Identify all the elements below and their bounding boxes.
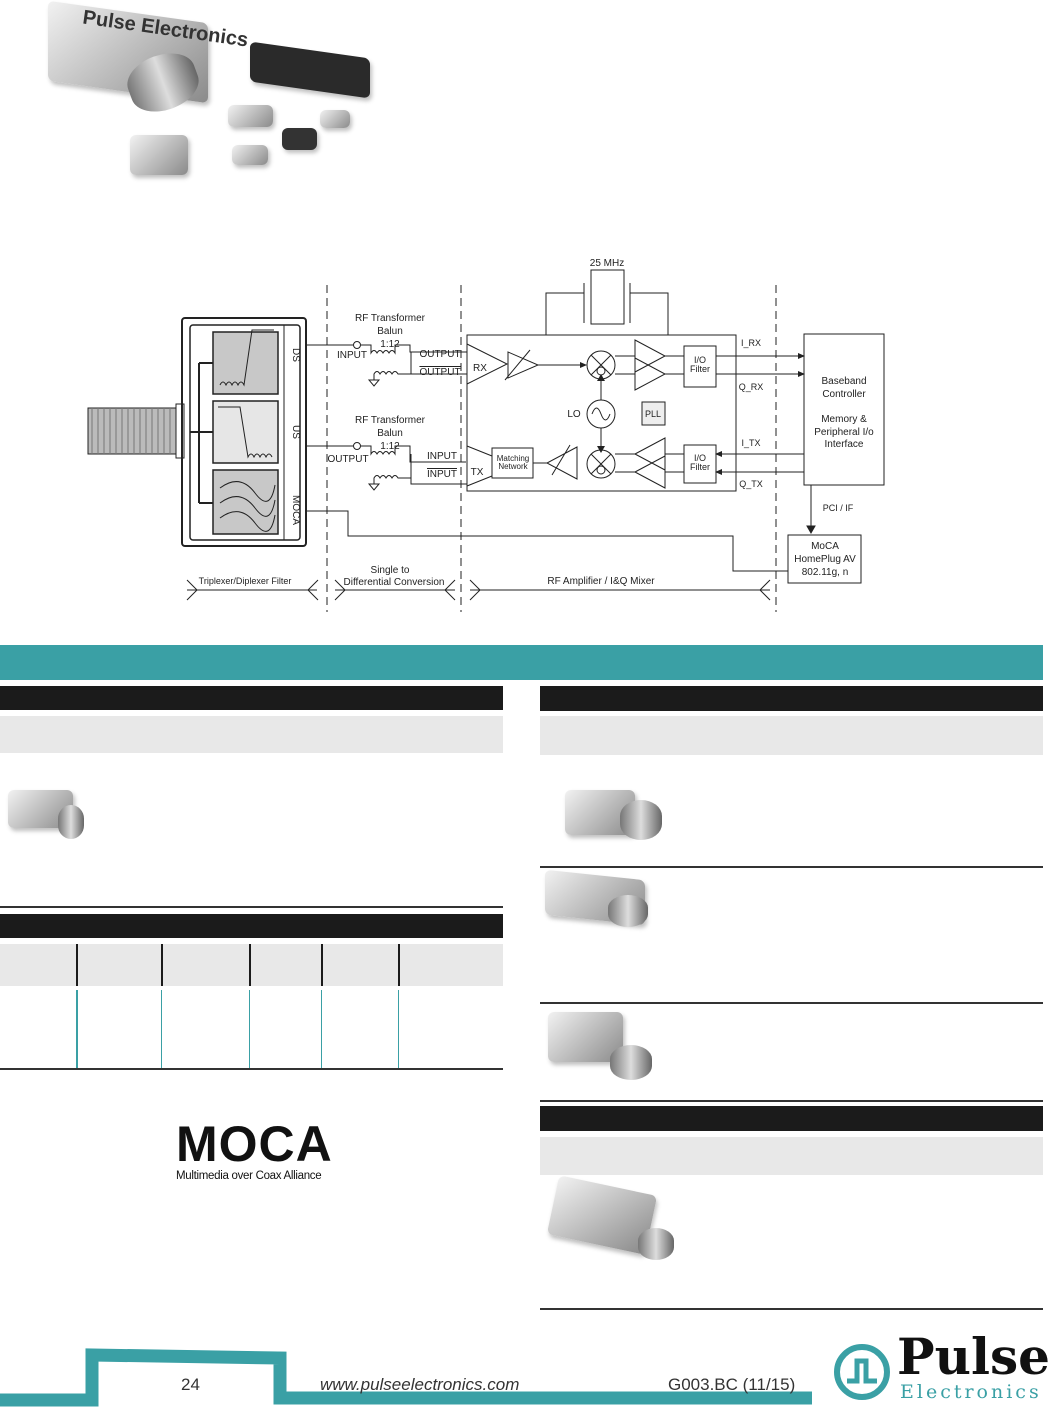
block-diagram: DS US MOCA RF Transformer Balun 1:12 INP… <box>87 258 885 612</box>
moca-label: MOCA <box>290 495 301 525</box>
divider <box>540 1308 1043 1310</box>
input-label: INPUT <box>427 451 457 462</box>
footer-url[interactable]: www.pulseelectronics.com <box>320 1375 520 1394</box>
io-filter-label: I/O <box>694 453 706 463</box>
section-label: Single to <box>371 565 410 576</box>
pulse-logo-icon <box>834 1344 890 1400</box>
divider <box>0 1068 503 1070</box>
baseband-label: Memory & <box>821 414 867 425</box>
input-label: INPUT <box>337 350 367 361</box>
ratio-label: 1:12 <box>380 339 400 350</box>
i-rx-label: I_RX <box>741 338 761 348</box>
section-header-band <box>0 645 1043 680</box>
section-label: Differential Conversion <box>344 577 445 588</box>
connector-image <box>610 1045 652 1080</box>
output-label: OUTPUT <box>419 349 460 360</box>
pll-label: PLL <box>645 409 661 419</box>
section-label: Triplexer/Diplexer Filter <box>199 576 292 586</box>
q-tx-label: Q_TX <box>739 479 763 489</box>
moca-logo-mark: MOCA <box>176 1116 333 1172</box>
balun-label: Balun <box>377 428 403 439</box>
pci-label: PCI / IF <box>823 503 854 513</box>
ds-label: DS <box>290 348 301 362</box>
transformer-image <box>130 135 188 175</box>
moca-logo: MOCA Multimedia over Coax Alliance <box>176 1118 336 1182</box>
us-label: US <box>290 425 301 439</box>
divider <box>540 1100 1043 1102</box>
baseband-label: Peripheral I/o <box>814 427 874 438</box>
baseband-label: Interface <box>825 439 864 450</box>
lo-label: LO <box>567 409 581 420</box>
input-bar-label: INPUT <box>427 469 457 480</box>
matching-label: Matching <box>497 454 529 463</box>
divider <box>0 906 503 908</box>
moca-box-label: 802.11g, n <box>802 567 849 578</box>
connector-image <box>620 800 662 840</box>
right-subtitle-band-2 <box>540 1137 1043 1175</box>
chip-image <box>320 110 350 128</box>
right-title-bar-2 <box>540 1106 1043 1131</box>
table-header <box>0 944 503 986</box>
right-title-bar <box>540 686 1043 711</box>
chip-image <box>228 105 273 127</box>
moca-box-label: MoCA <box>811 541 839 552</box>
moca-logo-tagline: Multimedia over Coax Alliance <box>176 1170 322 1182</box>
output-label: OUTPUT <box>327 454 368 465</box>
chip-image <box>282 128 317 150</box>
io-filter-label: I/O <box>694 355 706 365</box>
pulse-logo-text: Pulse <box>897 1327 1050 1386</box>
right-subtitle-band <box>540 716 1043 755</box>
crystal-label: 25 MHz <box>590 258 624 269</box>
footer-accent-shape <box>0 1348 812 1407</box>
section-label: RF Amplifier / I&Q Mixer <box>547 576 655 587</box>
chip-image <box>232 145 268 165</box>
divider <box>540 866 1043 868</box>
io-filter-label: Filter <box>690 462 710 472</box>
left-title-bar <box>0 686 503 710</box>
table-title-bar <box>0 914 503 938</box>
balun-label: Balun <box>377 326 403 337</box>
connector-image <box>58 805 84 839</box>
output-bar-label: OUTPUT <box>419 367 460 378</box>
matching-label: Network <box>498 462 528 471</box>
io-filter-label: Filter <box>690 364 710 374</box>
left-subtitle-band <box>0 716 503 753</box>
baseband-label: Baseband <box>821 376 866 387</box>
rx-label: RX <box>473 363 487 374</box>
q-rx-label: Q_RX <box>739 382 764 392</box>
connector-image <box>638 1228 674 1260</box>
pulse-logo-subtext: Electronics <box>900 1381 1042 1403</box>
page-number: 24 <box>181 1375 200 1394</box>
f-connector-icon <box>87 407 177 455</box>
connector-image <box>608 895 648 927</box>
ratio-label: 1:12 <box>380 441 400 452</box>
tx-label: TX <box>471 467 484 478</box>
rf-transformer-label: RF Transformer <box>355 415 426 426</box>
rf-transformer-label: RF Transformer <box>355 313 426 324</box>
divider <box>540 1002 1043 1004</box>
pulse-logo: Pulse Electronics <box>833 1329 1053 1405</box>
i-tx-label: I_TX <box>741 438 760 448</box>
baseband-label: Controller <box>822 389 866 400</box>
document-code: G003.BC (11/15) <box>668 1375 796 1394</box>
moca-box-label: HomePlug AV <box>794 554 856 565</box>
